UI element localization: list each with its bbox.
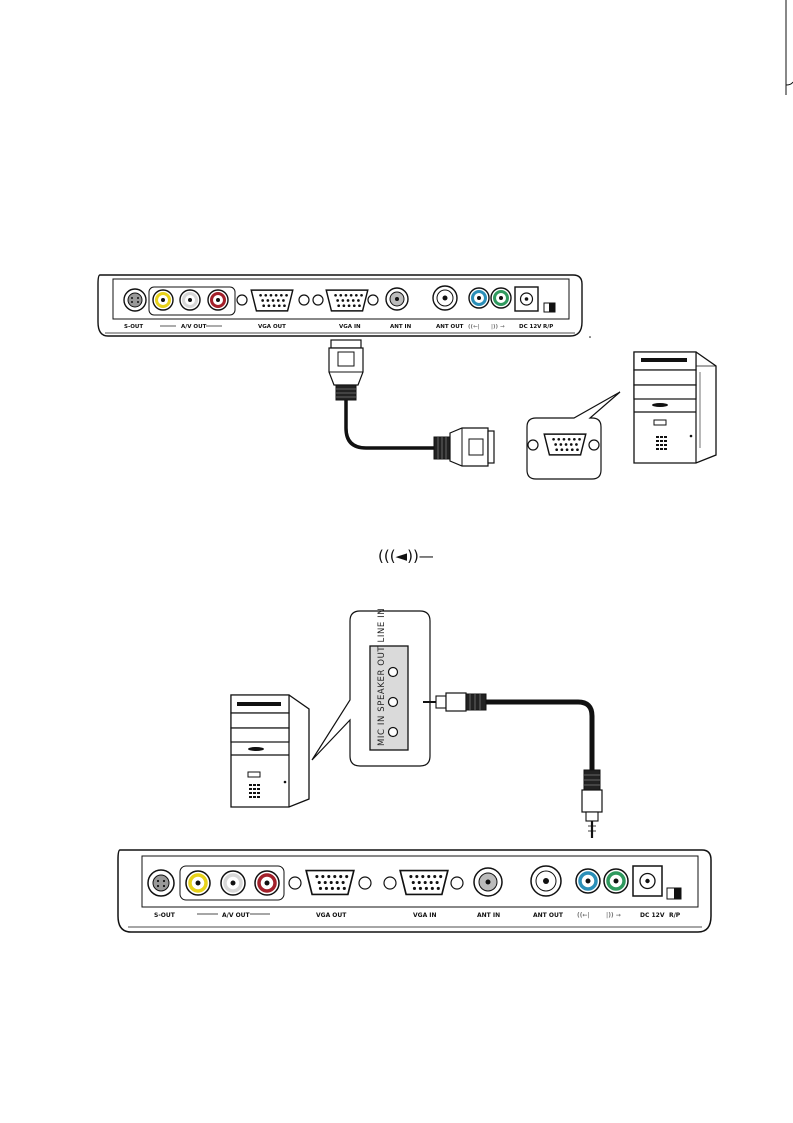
vga-out-label-bottom: VGA OUT [316,912,347,919]
vga-out-port-bottom [306,871,354,895]
s-out-label: S-OUT [124,324,143,330]
av-yellow-jack-bottom [186,871,210,895]
audio-in-label-bottom: ((←| [577,912,590,919]
s-video-port [124,289,146,311]
pc-vga-port [544,434,586,455]
bottom-device-back-panel: S-OUT A/V OUT VGA OUT VGA IN ANT IN ANT … [118,850,711,932]
audio-out-jack [491,288,511,308]
av-white-jack-bottom [221,871,245,895]
ant-out-port-bottom [531,866,561,896]
s-out-label-bottom: S-OUT [154,912,176,919]
dc-label: DC 12V [519,324,542,330]
ant-in-label-bottom: ANT IN [477,912,500,919]
dc-power-jack [515,287,538,311]
vga-in-label-bottom: VGA IN [413,912,437,919]
audio-connection-symbol: (((◄))— [378,547,434,565]
pc-tower-middle [231,695,309,807]
pc-tower-top [634,352,716,463]
av-red-jack [208,290,228,310]
audio-in-jack-bottom [576,869,600,893]
pc-vga-callout [527,392,620,479]
av-yellow-jack [153,290,173,310]
ant-out-label: ANT OUT [436,324,464,330]
av-out-label: A/V OUT [181,324,207,330]
rp-label-bottom: R/P [669,912,681,919]
dc-label-bottom: DC 12V [640,912,665,919]
vga-out-label: VGA OUT [258,324,286,330]
audio-in-label: ((←| [468,324,480,330]
ant-in-port [386,288,408,310]
vga-in-port-bottom [400,871,448,895]
audio-out-jack-bottom [604,869,628,893]
vga-in-label: VGA IN [339,324,361,330]
av-white-jack [180,290,200,310]
pc-audio-callout: MIC IN SPEAKER OUT LINE IN [312,608,430,766]
ant-out-label-bottom: ANT OUT [533,912,564,919]
rp-label: R/P [543,324,553,330]
av-out-label-bottom: A/V OUT [222,912,251,919]
vga-cable [329,340,494,466]
audio-cable [423,693,602,838]
ant-in-label: ANT IN [390,324,412,330]
ant-in-port-bottom [474,868,502,896]
vga-out-port [251,290,293,311]
line-in-jack [389,668,398,677]
speaker-out-jack [389,698,398,707]
dc-power-jack-bottom [633,866,662,896]
vga-in-port [326,290,368,311]
audio-out-label: |)) → [491,324,505,330]
audio-out-label-bottom: |)) → [606,912,621,919]
mic-in-jack [389,728,398,737]
page-corner-mark [786,82,793,85]
pc-audio-port-labels: MIC IN SPEAKER OUT LINE IN [377,608,387,746]
top-device-back-panel: S-OUT A/V OUT VGA OUT VGA IN ANT IN ANT … [98,275,591,338]
ant-out-port [433,286,457,310]
audio-in-jack [469,288,489,308]
s-video-port-bottom [148,870,174,896]
av-red-jack-bottom [255,871,279,895]
